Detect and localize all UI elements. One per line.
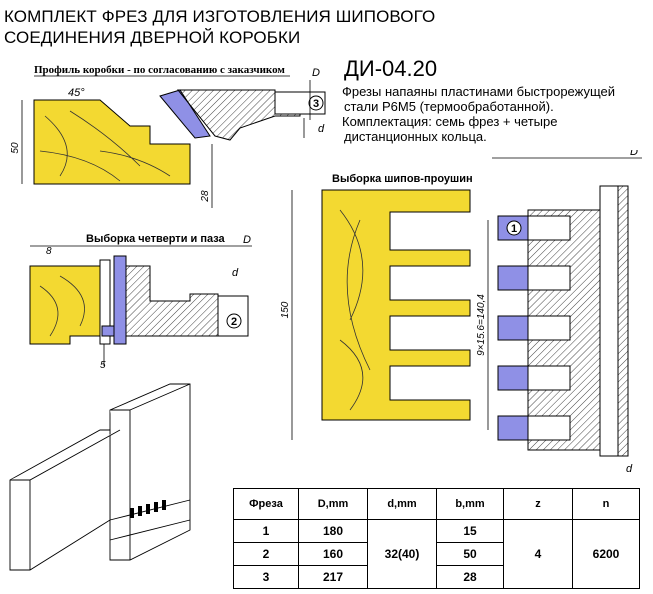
profile-cutter-plate	[159, 89, 211, 139]
spec-cell-cutter: 2	[233, 542, 299, 566]
spec-header-n: n	[572, 488, 640, 520]
profile-caption: Профиль коробки - по согласованию с зака…	[34, 64, 285, 76]
profile-angle: 45°	[68, 87, 85, 99]
title-line-1: КОМПЛЕКТ ФРЕЗ ДЛЯ ИЗГОТОВЛЕНИЯ ШИПОВОГО	[4, 7, 436, 26]
description-line-1: Фрезы напаяны пластинами быстрорежущей	[342, 84, 616, 99]
tenon-dim-pitch: 9×15.6=140,4	[476, 294, 487, 356]
description-line-3: Комплектация: семь фрез + четыре	[342, 114, 558, 129]
tenon-dim-height: 150	[280, 301, 291, 318]
spec-cell-b: 15	[436, 519, 504, 543]
tenon-cutter-number: 1	[511, 223, 517, 235]
spec-header-b: b,mm	[436, 488, 504, 520]
tenon-cutter-stack	[497, 185, 629, 457]
tenon-wood	[321, 189, 471, 421]
quarter-cutter-body	[125, 265, 219, 337]
profile-cutter-number: 3	[313, 98, 319, 110]
spec-cell-D: 217	[298, 565, 368, 589]
quarter-caption: Выборка четверти и паза	[86, 233, 226, 245]
tenon-diagram: Выборка шипов-проушин D 150 9×15.6=140,4…	[280, 150, 642, 475]
quarter-dim-width: 8	[46, 246, 52, 257]
spec-cell-b: 50	[436, 542, 504, 566]
frame-3d-sketch	[9, 383, 191, 571]
quarter-wood	[29, 265, 101, 345]
title-line-2: СОЕДИНЕНИЯ ДВЕРНОЙ КОРОБКИ	[4, 28, 301, 47]
spec-header-z: z	[503, 488, 573, 520]
spec-header-d: d,mm	[367, 488, 437, 520]
spec-header-row: Фреза D,mm d,mm b,mm z n	[233, 488, 640, 520]
quarter-diagram: Выборка четверти и паза D 2 d 8 5	[29, 233, 252, 371]
table-row: 1 180 32(40) 15 4 6200	[233, 519, 640, 589]
profile-wood	[33, 99, 191, 185]
profile-diagram: Профиль коробки - по согласованию с зака…	[10, 64, 326, 208]
quarter-label-D: D	[243, 234, 251, 246]
spec-header-cutter: Фреза	[233, 488, 299, 520]
spec-cell-b: 28	[436, 565, 504, 589]
spec-cell-z: 4	[503, 519, 573, 589]
profile-dim-height: 50	[10, 142, 21, 154]
table-row: 3 217 28	[233, 565, 640, 589]
quarter-cutter-plate	[113, 255, 127, 345]
quarter-label-d: d	[232, 267, 239, 279]
spec-cell-D: 160	[298, 542, 368, 566]
spec-cell-D: 180	[298, 519, 368, 543]
description-line-2: стали Р6М5 (термообработанной).	[344, 99, 554, 114]
tenon-label-D: D	[630, 150, 638, 158]
tenon-label-d: d	[626, 463, 633, 475]
spec-cell-cutter: 1	[233, 519, 299, 543]
profile-dim-depth: 28	[200, 190, 211, 203]
spec-table: Фреза D,mm d,mm b,mm z n 1 180 32(40) 15…	[233, 488, 640, 589]
spec-header-D: D,mm	[298, 488, 368, 520]
profile-label-D: D	[312, 67, 320, 79]
quarter-dim-depth: 5	[100, 360, 106, 371]
description: Фрезы напаяны пластинами быстрорежущей с…	[342, 84, 615, 144]
spec-cell-d: 32(40)	[367, 519, 437, 589]
profile-label-d: d	[318, 123, 325, 135]
quarter-cutter-number: 2	[231, 316, 237, 328]
product-code: ДИ-04.20	[344, 56, 438, 81]
description-line-4: дистанционных кольца.	[344, 129, 487, 144]
page-title: КОМПЛЕКТ ФРЕЗ ДЛЯ ИЗГОТОВЛЕНИЯ ШИПОВОГО …	[4, 6, 435, 48]
tenon-caption: Выборка шипов-проушин	[332, 173, 473, 185]
spec-cell-n: 6200	[572, 519, 640, 589]
spec-cell-cutter: 3	[233, 565, 299, 589]
